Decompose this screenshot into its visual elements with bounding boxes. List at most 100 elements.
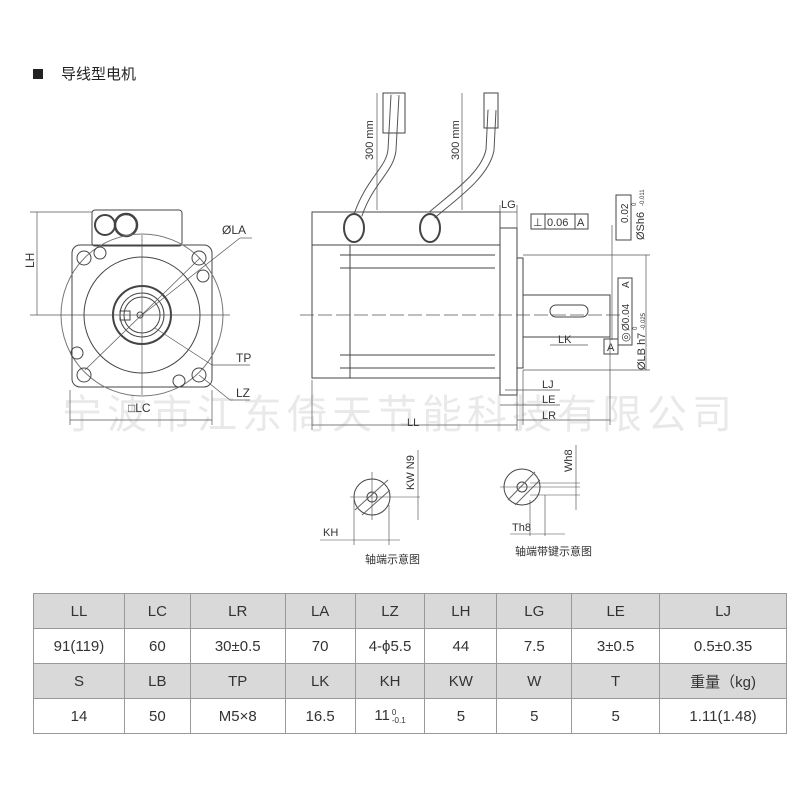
table-cell: 5	[424, 698, 498, 734]
label-tp: TP	[236, 351, 251, 365]
label-cable2-length: 300 mm	[450, 120, 462, 160]
table-cell: 14	[33, 698, 125, 734]
section-title-text: 导线型电机	[61, 66, 137, 83]
label-lh: LH	[23, 253, 37, 268]
label-lz: LZ	[236, 386, 250, 400]
runout-frame: 0.02 ØSh6 0 -0.011	[615, 189, 647, 241]
motor-dimension-drawing: ØLA TP LZ □LC LH	[23, 92, 650, 566]
keyway	[549, 304, 589, 318]
svg-text:0: 0	[632, 202, 638, 206]
table-cell: T	[571, 663, 661, 699]
label-le: LE	[542, 394, 555, 406]
cell-text: 重量（kg)	[690, 673, 756, 691]
table-cell: 3±0.5	[571, 628, 661, 664]
table-cell: 1.11(1.48)	[659, 698, 787, 734]
table-cell: 重量（kg)	[659, 663, 787, 699]
cell-text: 14	[70, 707, 88, 725]
caption-shaft-end: 轴端示意图	[365, 552, 420, 566]
table-cell: 7.5	[496, 628, 573, 664]
detail-view-shaft-end: KH KW N9 轴端示意图	[320, 450, 420, 566]
table-cell: KH	[354, 663, 426, 699]
kh-tolerance: 0-0.1	[391, 707, 406, 725]
perpendicularity-frame: ⊥ 0.06 A	[530, 213, 589, 230]
table-cell: 5	[496, 698, 573, 734]
table-cell: LK	[284, 663, 356, 699]
cell-text: 1.11(1.48)	[689, 707, 757, 725]
label-cable1-length: 300 mm	[364, 120, 376, 160]
table-cell: 5	[571, 698, 661, 734]
cell-text: W	[527, 672, 542, 690]
cell-text: 3±0.5	[596, 637, 635, 655]
cell-text: KH	[379, 672, 401, 690]
table-cell: 16.5	[284, 698, 356, 734]
table-cell: W	[496, 663, 573, 699]
connector-plug-2	[483, 92, 499, 129]
cell-text: 44	[452, 637, 470, 655]
svg-text:0: 0	[633, 326, 639, 330]
bullet-square-icon	[33, 68, 43, 79]
cell-text: 91(119)	[53, 637, 105, 655]
connector-plug-1	[382, 92, 406, 134]
cell-text: T	[611, 672, 621, 690]
label-lk: LK	[558, 334, 572, 346]
table-cell: LG	[496, 593, 573, 629]
table-cell: 70	[284, 628, 356, 664]
motor-body	[311, 244, 501, 379]
cell-text: 4-ϕ5.5	[368, 637, 412, 655]
cell-text: 0.5±0.35	[693, 637, 753, 655]
cell-text: 5	[611, 707, 620, 725]
cell-text: 70	[311, 637, 329, 655]
cell-text: LL	[70, 602, 88, 620]
svg-text:0.06: 0.06	[547, 217, 568, 229]
cell-text: 60	[149, 637, 166, 655]
pilot	[516, 257, 524, 369]
top-housing	[311, 211, 501, 246]
table-cell: LC	[123, 593, 191, 629]
table-cell: LA	[284, 593, 356, 629]
table-cell: LB	[123, 663, 191, 699]
table-cell: M5×8	[189, 698, 286, 734]
svg-text:Ø0.04: Ø0.04	[621, 303, 632, 331]
label-th: Th8	[512, 522, 531, 534]
flange	[499, 227, 518, 396]
svg-text:A: A	[577, 217, 585, 229]
cell-text: 11	[374, 707, 390, 725]
table-cell: 50	[123, 698, 191, 734]
label-wh: Wh8	[563, 449, 575, 472]
label-kh: KH	[323, 527, 338, 539]
label-sh: ØSh6	[635, 212, 647, 240]
table-cell: 60	[123, 628, 191, 664]
table-cell: 4-ϕ5.5	[354, 628, 426, 664]
table-cell: KW	[424, 663, 498, 699]
label-lj: LJ	[542, 379, 554, 391]
table-cell: 0.5±0.35	[659, 628, 787, 664]
table-cell: LE	[571, 593, 661, 629]
cell-text: M5×8	[218, 707, 257, 725]
svg-text:A: A	[621, 281, 632, 288]
section-title: 导线型电机	[33, 63, 136, 84]
cell-text: 16.5	[305, 707, 335, 725]
cell-text: LH	[451, 602, 471, 620]
connector-housing	[91, 209, 183, 247]
svg-text:◎: ◎	[620, 332, 632, 342]
front-view: ØLA TP LZ □LC LH	[23, 209, 252, 425]
svg-text:⊥: ⊥	[533, 217, 543, 229]
cell-text: LB	[148, 672, 167, 690]
cell-text: LK	[310, 672, 330, 690]
cell-text: LA	[310, 602, 330, 620]
svg-text:-0.011: -0.011	[640, 189, 646, 206]
label-lc: □LC	[128, 401, 151, 415]
label-ll: LL	[407, 417, 419, 429]
cell-text: LZ	[381, 602, 399, 620]
label-lb: ØLB h7	[636, 333, 648, 370]
table-cell: 44	[424, 628, 498, 664]
svg-text:0.02: 0.02	[620, 203, 631, 223]
cell-text: 5	[456, 707, 466, 725]
svg-text:-0.025: -0.025	[641, 312, 647, 330]
